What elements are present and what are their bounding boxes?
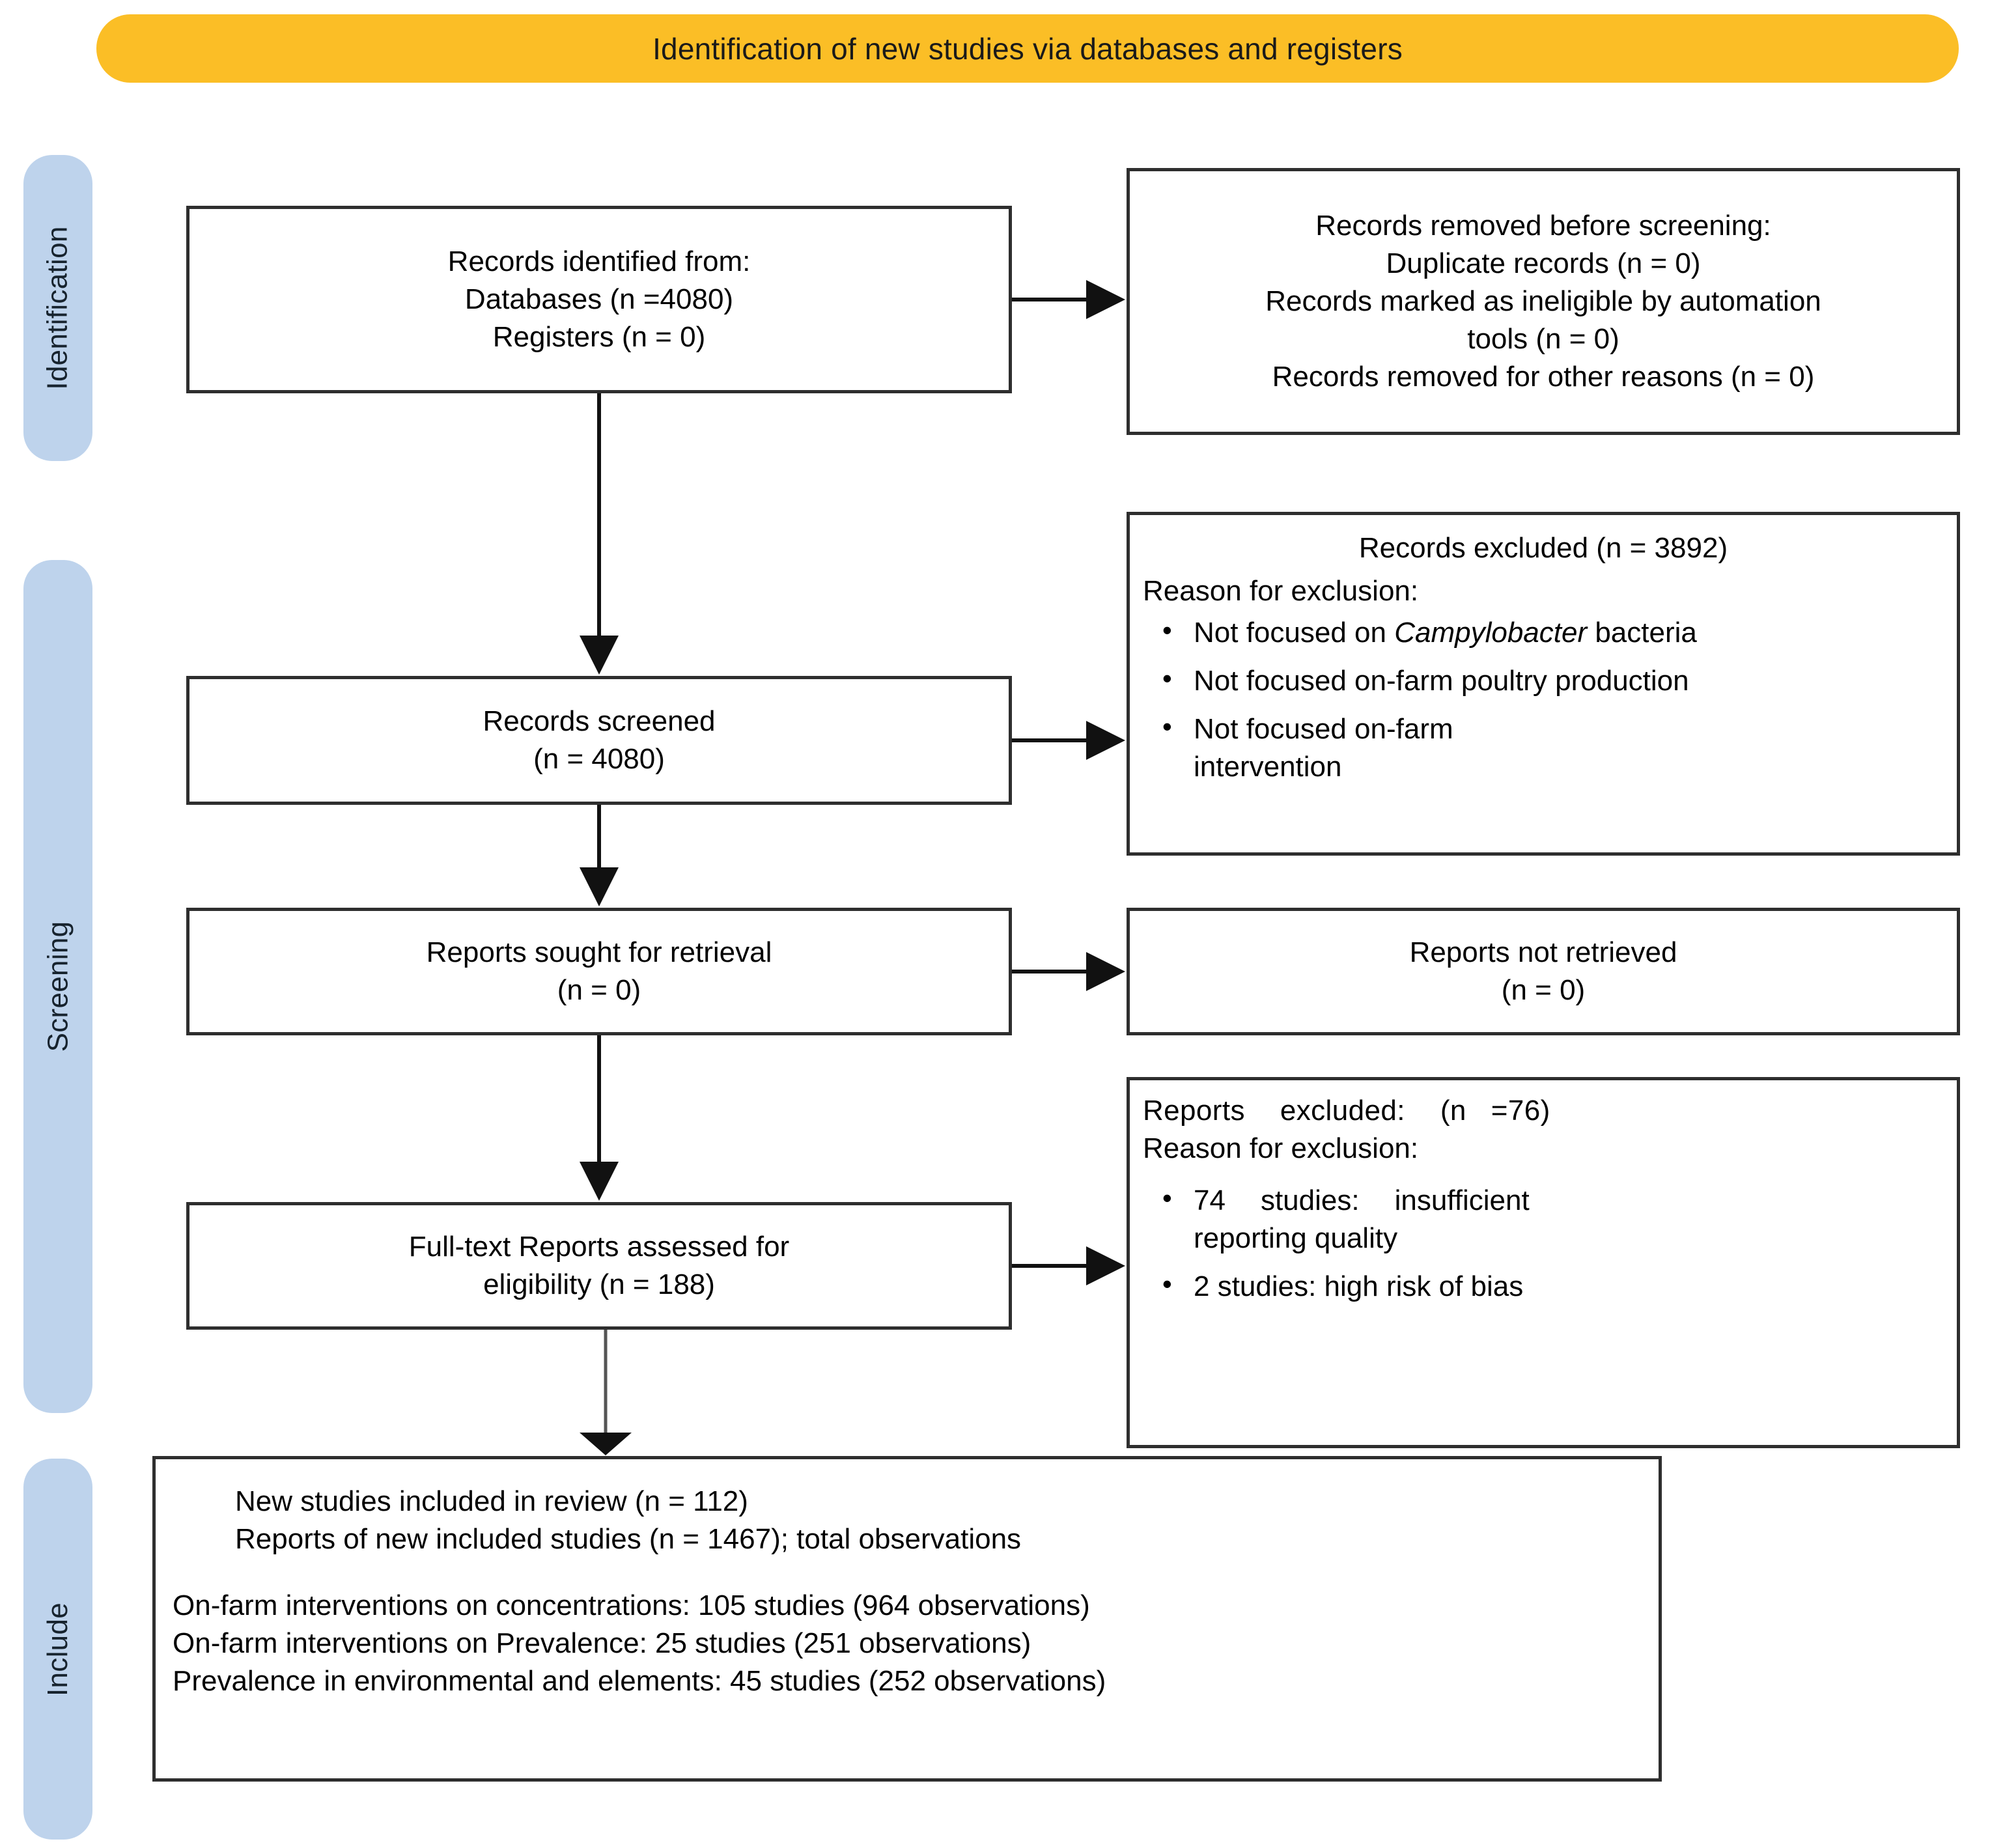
included-line-1: New studies included in review (n = 112) [235,1485,748,1517]
stage-label-include: Include [23,1459,92,1840]
records-removed-line-4: tools (n = 0) [1467,323,1619,356]
reports-excluded-reason-1-a: 74 [1194,1184,1226,1217]
reports-not-retrieved-line-2: (n = 0) [1501,974,1586,1006]
reports-excluded-reason-2: 2 studies: high risk of bias [1194,1270,1524,1303]
records-excluded-reason-3-line-1: Not focused on-farm [1194,713,1453,746]
reports-excluded-heading-b: excluded: [1280,1095,1405,1127]
list-item: 2 studies: high risk of bias [1143,1266,1944,1306]
records-identified-line-3: Registers (n = 0) [492,321,706,354]
included-line-5: Prevalence in environmental and elements… [173,1665,1106,1698]
stage-label-screening: Screening [23,560,92,1413]
list-item: Not focused on Campylobacter bacteria [1143,612,1944,652]
box-reports-excluded: Reports excluded: (n =76) Reason for exclus… [1127,1077,1960,1448]
box-records-identified: Records identified from: Databases (n =4… [186,206,1012,393]
records-removed-line-2: Duplicate records (n = 0) [1386,247,1701,279]
reports-excluded-heading-d: =76) [1491,1095,1550,1127]
included-line-2: Reports of new included studies (n = 146… [235,1523,1022,1556]
records-identified-line-1: Records identified from: [447,245,751,277]
reports-excluded-reason-1-b: studies: [1260,1184,1360,1217]
records-excluded-reason-2: Not focused on-farm poultry production [1194,665,1689,697]
reports-sought-line-1: Reports sought for retrieval [426,936,772,968]
records-excluded-reason-label: Reason for exclusion: [1143,575,1419,608]
reports-excluded-heading-c: (n [1440,1095,1466,1127]
reports-excluded-reason-1-c: insufficient [1394,1184,1530,1217]
records-excluded-reason-list: Not focused on Campylobacter bacteria No… [1143,612,1944,786]
included-line-3: On-farm interventions on concentrations:… [173,1589,1090,1622]
box-studies-included: New studies included in review (n = 112)… [152,1456,1662,1782]
box-records-excluded: Records excluded (n = 3892) Reason for e… [1127,512,1960,856]
records-excluded-reason-3-line-2: intervention [1194,751,1342,783]
reports-excluded-heading: Reports excluded: (n =76) [1143,1092,1944,1130]
stage-label-identification-text: Identification [42,226,74,390]
included-line-4: On-farm interventions on Prevalence: 25 … [173,1627,1031,1660]
records-excluded-reason-1-italic: Campylobacter [1394,617,1588,649]
records-removed-line-1: Records removed before screening: [1315,209,1771,242]
box-reports-sought: Reports sought for retrieval (n = 0) [186,908,1012,1035]
stage-label-identification: Identification [23,155,92,461]
box-reports-not-retrieved: Reports not retrieved (n = 0) [1127,908,1960,1035]
list-item: 74 studies: insufficient reporting quality [1143,1180,1944,1257]
box-records-screened: Records screened (n = 4080) [186,676,1012,805]
diagram-title: Identification of new studies via databa… [652,31,1403,66]
included-spacer [173,1558,1642,1587]
records-excluded-reason-1-post: bacteria [1587,617,1697,649]
reports-excluded-reason-list: 74 studies: insufficient reporting quality… [1143,1180,1944,1306]
box-fulltext-assessed: Full-text Reports assessed for eligibili… [186,1202,1012,1330]
records-removed-line-3: Records marked as ineligible by automati… [1265,285,1821,317]
records-excluded-reason-1-pre: Not focused on [1194,617,1395,649]
records-screened-line-1: Records screened [483,705,716,737]
records-screened-line-2: (n = 4080) [533,743,665,775]
diagram-header-banner: Identification of new studies via databa… [96,14,1959,83]
reports-excluded-reason-label: Reason for exclusion: [1143,1132,1419,1165]
box-records-removed: Records removed before screening: Duplic… [1127,168,1960,435]
list-item: Not focused on-farm intervention [1143,708,1944,786]
stage-label-screening-text: Screening [42,921,74,1052]
fulltext-assessed-line-1: Full-text Reports assessed for [408,1230,790,1263]
reports-excluded-reason-1-d: reporting quality [1194,1222,1398,1255]
records-removed-line-5: Records removed for other reasons (n = 0… [1272,361,1815,393]
fulltext-assessed-line-2: eligibility (n = 188) [483,1268,715,1300]
records-excluded-heading: Records excluded (n = 3892) [1358,532,1728,564]
stage-label-include-text: Include [42,1602,74,1696]
list-item: Not focused on-farm poultry production [1143,660,1944,700]
reports-not-retrieved-line-1: Reports not retrieved [1409,936,1677,968]
reports-sought-line-2: (n = 0) [557,974,641,1006]
records-identified-line-2: Databases (n =4080) [464,283,734,315]
reports-excluded-heading-a: Reports [1143,1095,1245,1127]
